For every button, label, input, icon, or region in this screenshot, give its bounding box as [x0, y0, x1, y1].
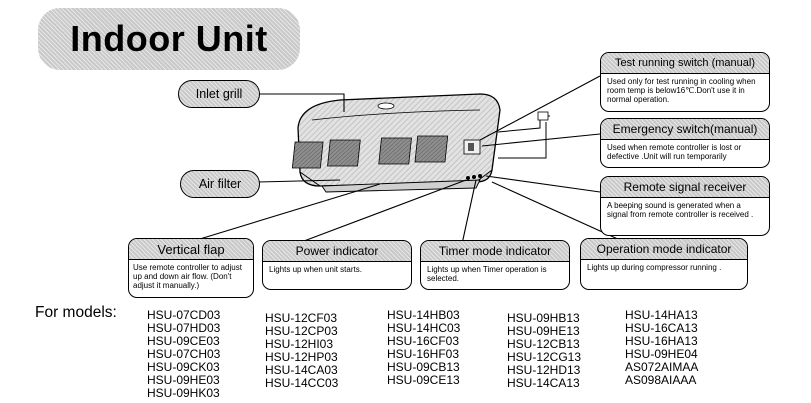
- timer-mode-indicator-text: Lights up when Timer operation is select…: [427, 265, 547, 283]
- model-name: HSU-09CK03: [147, 360, 220, 374]
- air-filter-label: Air filter: [180, 170, 260, 198]
- model-name: HSU-12HD13: [507, 363, 581, 377]
- emergency-switch-callout: Emergency switch(manual) Used when remot…: [600, 118, 770, 168]
- model-name: HSU-14HA13: [625, 308, 698, 322]
- test-running-switch-heading: Test running switch (manual): [601, 53, 769, 74]
- remote-signal-receiver-callout: Remote signal receiver A beeping sound i…: [600, 176, 770, 236]
- leader-lines: [189, 75, 621, 245]
- model-name: AS098AIAAA: [625, 373, 697, 387]
- power-indicator-text: Lights up when unit starts.: [269, 265, 362, 274]
- model-name: HSU-14CA03: [265, 363, 338, 377]
- model-name: HSU-09CE03: [147, 334, 220, 348]
- model-name: HSU-09HE04: [625, 347, 698, 361]
- model-name: HSU-16HF03: [387, 347, 460, 361]
- model-name: HSU-12CB13: [507, 337, 580, 351]
- model-name: HSU-12CG13: [507, 350, 582, 364]
- models-column-5: HSU-14HA13 HSU-16CA13 HSU-16HA13 HSU-09H…: [625, 309, 698, 387]
- model-name: HSU-07CD03: [147, 308, 221, 322]
- model-name: HSU-12CP03: [265, 324, 338, 338]
- model-name: HSU-09HE13: [507, 324, 580, 338]
- model-name: HSU-12CF03: [265, 311, 338, 325]
- models-label: For models:: [35, 304, 117, 321]
- title-banner: Indoor Unit: [38, 8, 300, 70]
- model-name: HSU-12HP03: [265, 350, 338, 364]
- model-name: HSU-14HC03: [387, 321, 461, 335]
- model-name: HSU-16HA13: [625, 334, 698, 348]
- operation-mode-indicator-heading: Operation mode indicator: [581, 239, 747, 260]
- models-column-2: HSU-12CF03 HSU-12CP03 HSU-12HI03 HSU-12H…: [265, 312, 338, 390]
- emergency-switch-heading: Emergency switch(manual): [601, 119, 769, 140]
- model-name: AS072AIMAA: [625, 360, 699, 374]
- vertical-flap-heading: Vertical flap: [129, 239, 253, 260]
- models-column-1: HSU-07CD03 HSU-07HD03 HSU-09CE03 HSU-07C…: [147, 309, 220, 400]
- model-name: HSU-14CC03: [265, 376, 339, 390]
- remote-signal-receiver-text: A beeping sound is generated when a sign…: [607, 201, 754, 219]
- remote-signal-receiver-heading: Remote signal receiver: [601, 177, 769, 198]
- vertical-flap-text: Use remote controller to adjust up and d…: [133, 263, 242, 290]
- inlet-grill-label: Inlet grill: [178, 80, 260, 108]
- indoor-unit-body: [291, 93, 550, 193]
- model-name: HSU-09HK03: [147, 386, 220, 400]
- model-name: HSU-16CF03: [387, 334, 460, 348]
- model-name: HSU-07HD03: [147, 321, 221, 335]
- vertical-flap-callout: Vertical flap Use remote controller to a…: [128, 238, 254, 298]
- models-column-3: HSU-14HB03 HSU-14HC03 HSU-16CF03 HSU-16H…: [387, 309, 460, 387]
- models-column-4: HSU-09HB13 HSU-09HE13 HSU-12CB13 HSU-12C…: [507, 312, 581, 390]
- power-indicator-heading: Power indicator: [263, 241, 411, 262]
- model-name: HSU-09HE03: [147, 373, 220, 387]
- operation-mode-indicator-text: Lights up during compressor running .: [587, 263, 722, 272]
- model-name: HSU-14CA13: [507, 376, 580, 390]
- test-running-switch-callout: Test running switch (manual) Used only f…: [600, 52, 770, 112]
- timer-mode-indicator-heading: Timer mode indicator: [421, 241, 569, 262]
- operation-mode-indicator-callout: Operation mode indicator Lights up durin…: [580, 238, 748, 290]
- model-name: HSU-09HB13: [507, 311, 580, 325]
- model-name: HSU-09CB13: [387, 360, 460, 374]
- model-name: HSU-16CA13: [625, 321, 698, 335]
- model-name: HSU-09CE13: [387, 373, 460, 387]
- model-name: HSU-12HI03: [265, 337, 334, 351]
- emergency-switch-text: Used when remote controller is lost or d…: [607, 143, 742, 161]
- model-name: HSU-14HB03: [387, 308, 460, 322]
- timer-mode-indicator-callout: Timer mode indicator Lights up when Time…: [420, 240, 570, 290]
- test-running-switch-text: Used only for test running in cooling wh…: [607, 77, 756, 104]
- page-title: Indoor Unit: [70, 18, 268, 59]
- power-indicator-callout: Power indicator Lights up when unit star…: [262, 240, 412, 290]
- model-name: HSU-07CH03: [147, 347, 221, 361]
